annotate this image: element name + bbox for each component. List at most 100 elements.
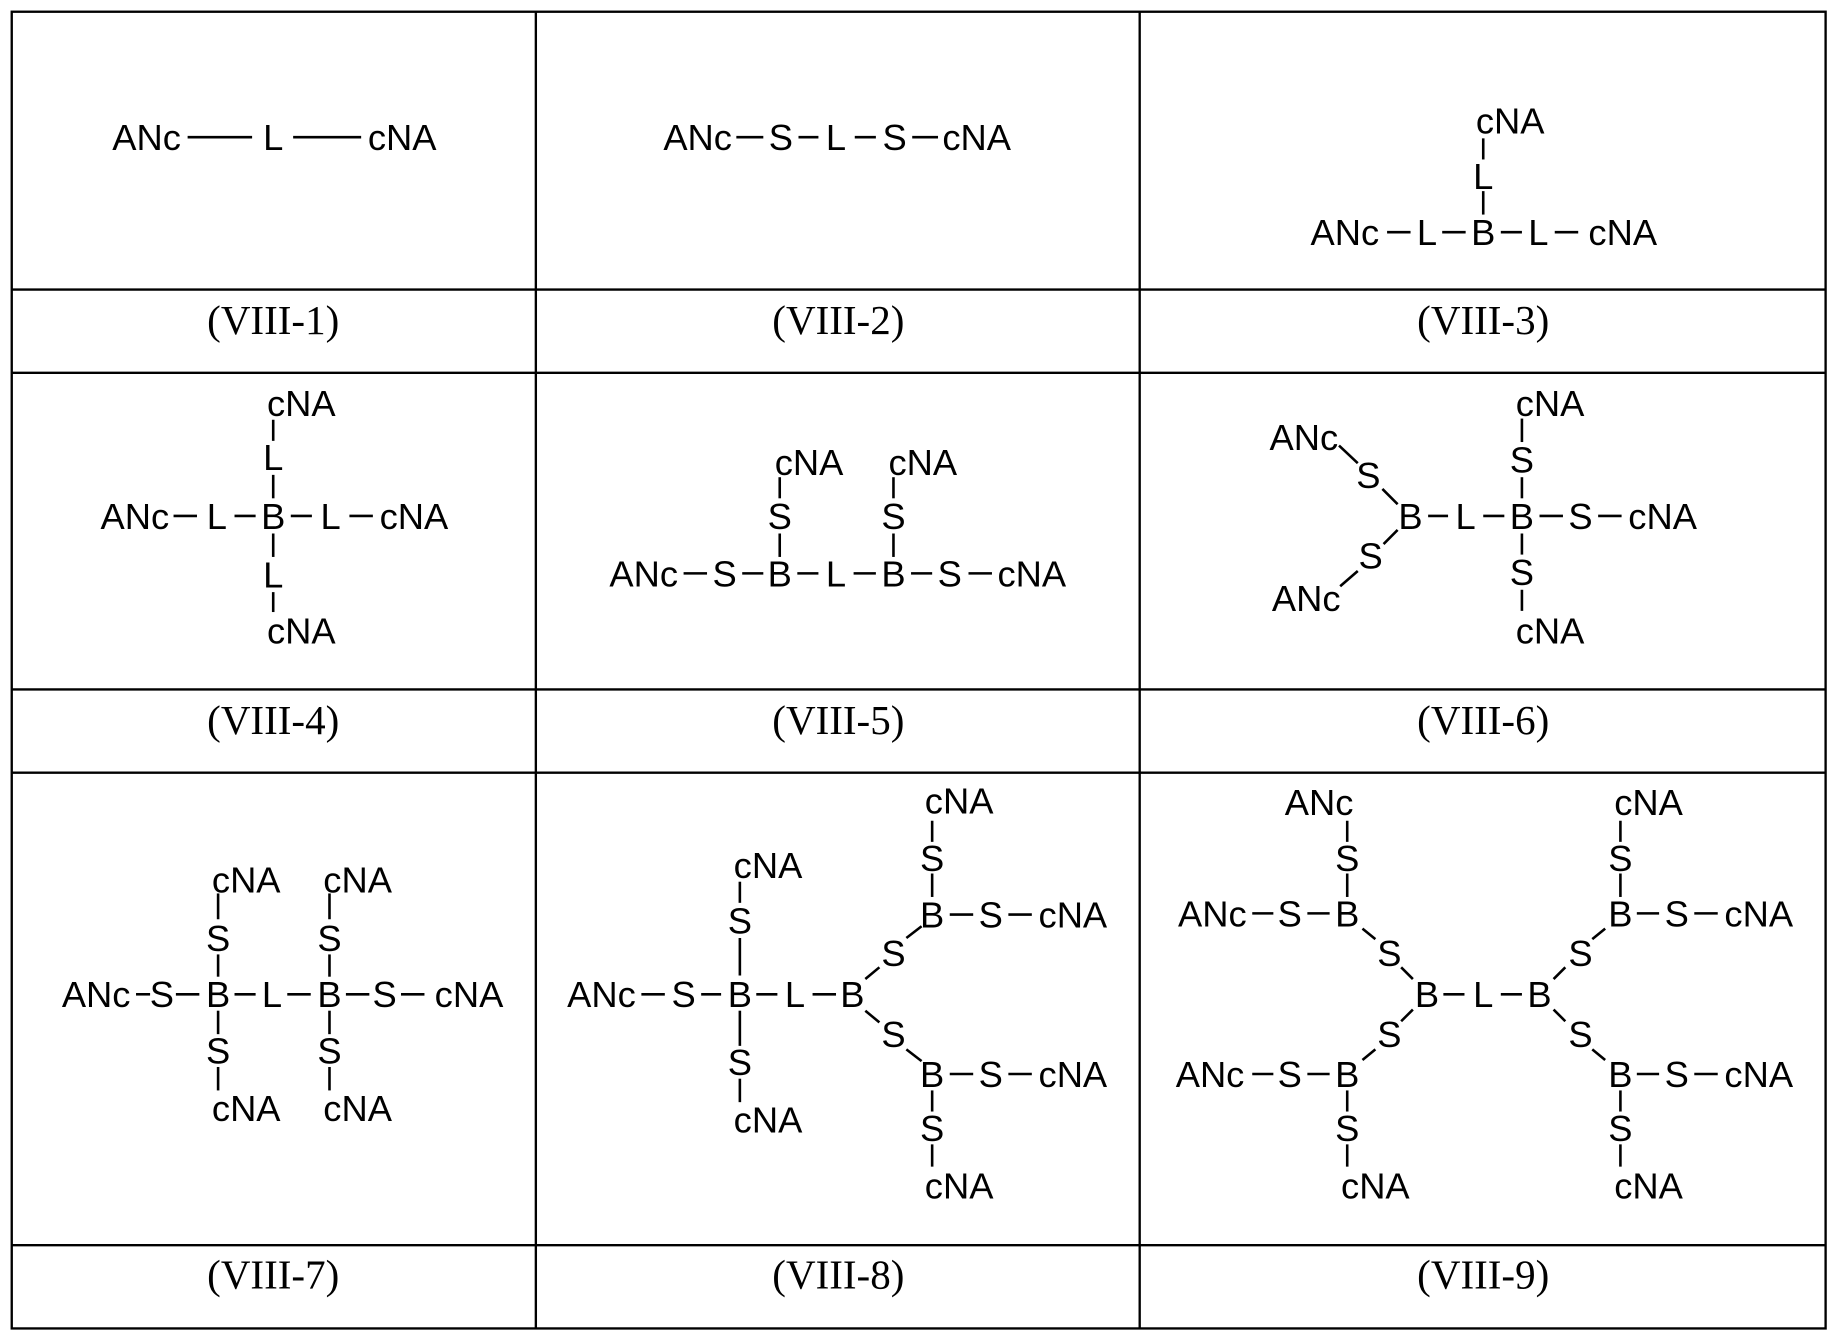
cna-group-label: cNA [1614,1165,1683,1206]
cna-group-label: cNA [1516,383,1585,424]
linker-label: L [262,974,282,1015]
linker-label: L [826,553,846,594]
spacer-label: S [881,496,905,537]
linker-label: L [1456,496,1476,537]
spacer-label: S [1377,1014,1401,1055]
spacer-label: S [881,933,905,974]
spacer-label: S [206,1030,230,1071]
bond-line [1338,444,1359,465]
cna-group-label: cNA [435,974,504,1015]
branch-label: B [1510,496,1534,537]
branch-label: B [1527,974,1551,1015]
spacer-label: S [317,1030,341,1071]
bond-line [905,925,923,940]
branch-label: B [261,496,285,537]
cna-group-label: cNA [997,553,1066,594]
branch-label: B [1335,893,1359,934]
cna-group-label: cNA [1588,212,1657,253]
cna-group-label: cNA [380,496,449,537]
spacer-label: S [728,1042,752,1083]
cna-group-label: cNA [942,117,1011,158]
table-grid [10,10,1827,1330]
anc-group-label: ANc [1270,417,1339,458]
cna-group-label: cNA [1724,893,1793,934]
cna-group-label: cNA [1039,894,1108,935]
spacer-label: S [768,496,792,537]
spacer-label: S [1356,455,1380,496]
bond-line [1591,927,1606,941]
bond-line [864,1009,881,1024]
branch-label: B [1415,974,1439,1015]
anc-group-label: ANc [1311,212,1380,253]
branch-label: B [920,1054,944,1095]
bond-line [1552,966,1567,980]
formula-caption: (VIII-7) [207,1252,339,1298]
linker-label: L [826,117,846,158]
bond-line [1552,1008,1567,1023]
anc-group-label: ANc [62,974,131,1015]
spacer-label: S [1665,893,1689,934]
bond-line [905,1048,923,1063]
formula-caption: (VIII-4) [207,697,339,743]
linker-label: L [263,117,283,158]
linker-label: L [321,496,341,537]
branch-label: B [920,894,944,935]
cna-group-label: cNA [323,1088,392,1129]
bond-line [1361,1048,1377,1061]
bond-line [1400,966,1414,980]
spacer-label: S [1608,838,1632,879]
linker-label: L [1473,156,1493,197]
cna-group-label: cNA [212,1088,281,1129]
spacer-label: S [1568,1014,1592,1055]
cna-group-label: cNA [775,442,844,483]
linker-label: L [1473,974,1493,1015]
cna-group-label: cNA [734,845,803,886]
branch-label: B [1608,893,1632,934]
cna-group-label: cNA [212,859,281,900]
cna-group-label: cNA [1341,1165,1410,1206]
branch-label: B [768,553,792,594]
spacer-label: S [728,900,752,941]
spacer-label: S [1568,933,1592,974]
spacer-label: S [1510,552,1534,593]
formula-caption: (VIII-6) [1417,697,1549,743]
linker-label: L [207,496,227,537]
anc-group-label: ANc [101,496,170,537]
branch-label: B [728,974,752,1015]
bond-line [1382,529,1399,545]
spacer-label: S [372,974,396,1015]
cna-group-label: cNA [925,1165,994,1206]
spacer-label: S [979,1054,1003,1095]
cna-group-label: cNA [1039,1054,1108,1095]
spacer-label: S [1278,1054,1302,1095]
linker-label: L [263,554,283,595]
spacer-label: S [1335,1108,1359,1149]
branch-label: B [1471,212,1495,253]
anc-group-label: ANc [609,553,678,594]
spacer-label: S [883,117,907,158]
bond-line [1591,1048,1606,1061]
linker-label: L [1417,212,1437,253]
spacer-label: S [671,974,695,1015]
cna-group-label: cNA [734,1100,803,1141]
spacer-label: S [1608,1108,1632,1149]
cna-group-label: cNA [1476,101,1545,142]
formula-caption: (VIII-9) [1417,1252,1549,1298]
spacer-label: S [1568,496,1592,537]
anc-group-label: ANc [663,117,732,158]
bond-line [1361,927,1377,941]
spacer-label: S [979,894,1003,935]
cna-group-label: cNA [368,117,437,158]
linker-label: L [263,437,283,478]
formula-caption: (VIII-5) [772,697,904,743]
branch-label: B [317,974,341,1015]
spacer-label: S [1278,893,1302,934]
bond-line [864,966,881,981]
